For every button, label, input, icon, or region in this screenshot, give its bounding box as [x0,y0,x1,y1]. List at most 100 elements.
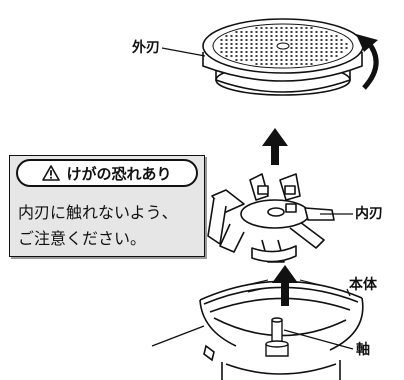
perforation-hole [310,59,313,61]
perforation-hole [235,59,238,61]
perforation-hole [340,43,343,45]
perforation-hole [335,51,338,53]
perforation-hole [220,43,223,45]
perforation-hole [260,47,263,49]
perforation-hole [265,59,268,61]
perforation-hole [270,27,273,29]
perforation-hole [260,27,263,29]
perforation-hole [300,35,303,37]
perforation-hole [300,31,303,33]
perforation-hole [340,51,343,53]
perforation-hole [295,31,298,33]
perforation-hole [235,43,238,45]
perforation-hole [235,35,238,37]
perforation-hole [240,47,243,49]
perforation-hole [230,47,233,49]
lift-arrow-lower [272,265,298,306]
perforation-hole [285,51,288,53]
perforation-hole [225,55,228,57]
perforation-hole [325,59,328,61]
perforation-hole [250,55,253,57]
perforation-hole [240,35,243,37]
perforation-hole [270,43,273,45]
shaft-leader [283,329,354,350]
perforation-hole [275,55,278,57]
perforation-hole [315,39,318,41]
perforation-hole [315,35,318,37]
perforation-hole [240,31,243,33]
inner-blade-part [207,173,335,263]
perforation-hole [265,39,268,41]
perforation-hole [280,31,283,33]
perforation-hole [265,31,268,33]
perforation-hole [295,27,298,29]
perforation-hole [270,31,273,33]
main-body-label: 本体 [349,277,377,293]
perforation-hole [280,55,283,57]
perforation-hole [270,47,273,49]
perforation-hole [310,63,313,65]
perforation-hole [310,27,313,29]
main-body-part [199,279,364,380]
perforation-hole [245,47,248,49]
perforation-hole [245,51,248,53]
perforation-hole [345,47,348,49]
perforation-hole [255,31,258,33]
perforation-hole [305,59,308,61]
perforation-hole [245,31,248,33]
perforation-hole [320,55,323,57]
perforation-hole [255,39,258,41]
perforation-hole [285,59,288,61]
perforation-hole [275,31,278,33]
perforation-hole [235,47,238,49]
perforation-hole [305,43,308,45]
perforation-hole [230,35,233,37]
perforation-hole [335,39,338,41]
perforation-hole [270,35,273,37]
perforation-hole [315,59,318,61]
perforation-hole [290,31,293,33]
perforation-hole [225,39,228,41]
inner-blade-label: 内刃 [355,206,383,222]
perforation-hole [320,35,323,37]
perforation-hole [240,43,243,45]
perforation-hole [260,55,263,57]
perforation-hole [235,39,238,41]
perforation-hole [290,27,293,29]
perforation-hole [265,35,268,37]
perforation-hole [310,43,313,45]
perforation-hole [275,27,278,29]
perforation-hole [230,55,233,57]
perforation-hole [315,55,318,57]
perforation-hole [290,43,293,45]
warning-header: けがの恐れあり [16,159,198,187]
perforation-hole [250,39,253,41]
perforation-hole [335,55,338,57]
perforation-hole [265,27,268,29]
perforation-hole [275,35,278,37]
perforation-hole [330,35,333,37]
body-edge-left [151,325,205,347]
perforation-hole [320,31,323,33]
perforation-hole [260,39,263,41]
perforation-hole [320,51,323,53]
perforation-hole [285,31,288,33]
perforation-hole [255,43,258,45]
perforation-hole [235,51,238,53]
perforation-hole [260,59,263,61]
perforation-hole [310,39,313,41]
perforation-hole [280,63,283,65]
perforation-hole [310,55,313,57]
perforation-hole [315,51,318,53]
perforation-hole [280,35,283,37]
perforation-hole [325,55,328,57]
perforation-hole [305,47,308,49]
perforation-hole [305,31,308,33]
perforation-hole [305,51,308,53]
perforation-hole [255,27,258,29]
perforation-hole [230,51,233,53]
perforation-hole [245,55,248,57]
perforation-hole [250,51,253,53]
